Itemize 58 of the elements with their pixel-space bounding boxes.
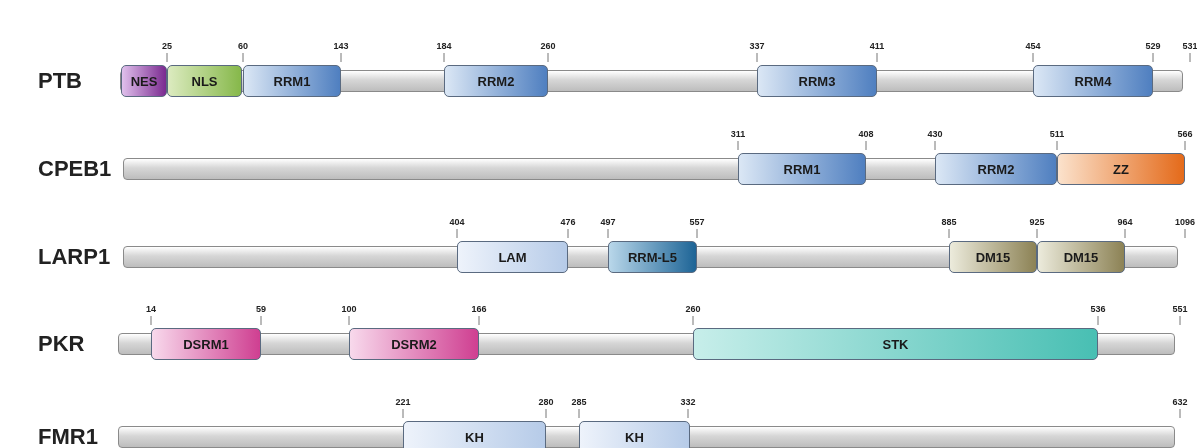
domain-block: KH [579, 421, 690, 448]
residue-number: 885 [941, 217, 957, 227]
residue-number: 332 [680, 397, 696, 407]
residue-number: 476 [560, 217, 576, 227]
residue-number: 337 [749, 41, 765, 51]
residue-number: 166 [471, 304, 487, 314]
residue-number: 531 [1182, 41, 1197, 51]
residue-number: 280 [538, 397, 554, 407]
protein-name: PTB [38, 68, 82, 94]
residue-number: 454 [1025, 41, 1041, 51]
residue-number: 964 [1117, 217, 1133, 227]
residue-number: 632 [1172, 397, 1188, 407]
domain-block: RRM2 [935, 153, 1057, 185]
domain-block: NES [121, 65, 167, 97]
residue-number: 411 [869, 41, 885, 51]
domain-block: DSRM1 [151, 328, 261, 360]
residue-number: 260 [685, 304, 701, 314]
residue-number: 536 [1090, 304, 1106, 314]
residue-number: 1096 [1175, 217, 1195, 227]
residue-number: 529 [1145, 41, 1161, 51]
domain-block: RRM1 [738, 153, 866, 185]
domain-block: DM15 [1037, 241, 1125, 273]
residue-number: 260 [540, 41, 556, 51]
residue-number: 551 [1172, 304, 1188, 314]
domain-block: RRM-L5 [608, 241, 697, 273]
residue-number: 557 [689, 217, 705, 227]
residue-number: 404 [449, 217, 465, 227]
domain-block: RRM3 [757, 65, 877, 97]
residue-number: 184 [436, 41, 452, 51]
residue-number: 285 [571, 397, 587, 407]
residue-number: 311 [730, 129, 746, 139]
protein-name: CPEB1 [38, 156, 112, 182]
protein-name: LARP1 [38, 244, 111, 270]
protein-name: PKR [38, 331, 85, 357]
domain-block: RRM4 [1033, 65, 1153, 97]
residue-number: 25 [162, 41, 172, 51]
domain-block: NLS [167, 65, 242, 97]
residue-number: 511 [1049, 129, 1065, 139]
domain-block: ZZ [1057, 153, 1185, 185]
residue-number: 430 [927, 129, 943, 139]
residue-number: 100 [341, 304, 357, 314]
domain-block: RRM1 [243, 65, 341, 97]
domain-block: DSRM2 [349, 328, 479, 360]
residue-number: 143 [333, 41, 349, 51]
domain-block: RRM2 [444, 65, 548, 97]
residue-number: 566 [1177, 129, 1193, 139]
protein-name: FMR1 [38, 424, 98, 448]
residue-number: 221 [395, 397, 411, 407]
residue-number: 408 [858, 129, 874, 139]
residue-number: 925 [1029, 217, 1045, 227]
domain-block: DM15 [949, 241, 1037, 273]
residue-number: 497 [600, 217, 616, 227]
residue-number: 60 [238, 41, 248, 51]
residue-number: 59 [256, 304, 266, 314]
domain-block: STK [693, 328, 1098, 360]
domain-block: KH [403, 421, 546, 448]
domain-block: LAM [457, 241, 568, 273]
residue-number: 14 [146, 304, 156, 314]
